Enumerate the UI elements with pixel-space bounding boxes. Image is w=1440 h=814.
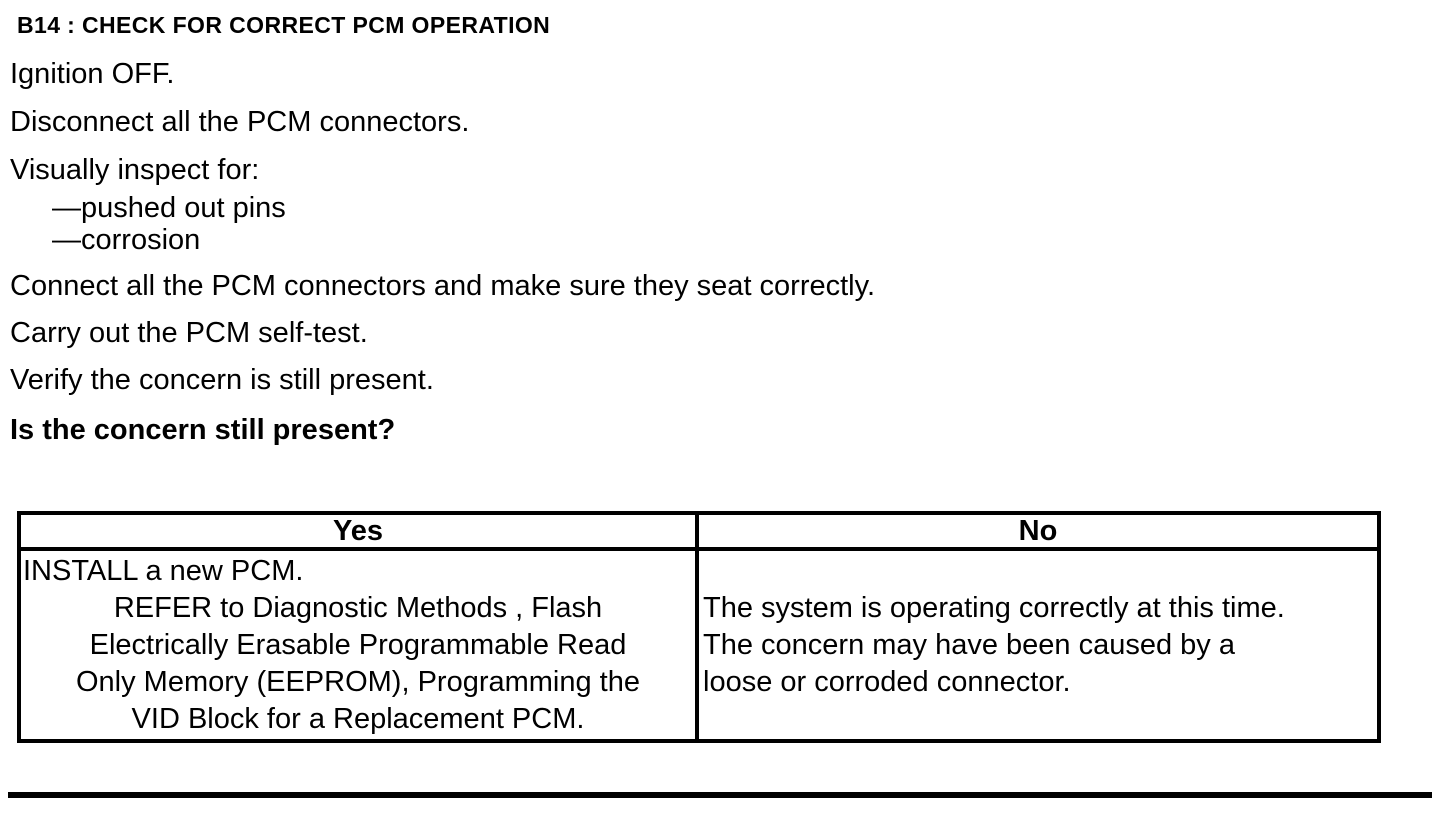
yes-action-ref-line: Only Memory (EEPROM), Programming the bbox=[75, 665, 640, 698]
procedure-step: Disconnect all the PCM connectors. bbox=[10, 106, 470, 138]
yes-column-header: Yes bbox=[17, 511, 699, 551]
procedure-step: Ignition OFF. bbox=[10, 58, 175, 90]
yes-action-ref-line: VID Block for a Replacement PCM. bbox=[131, 702, 585, 735]
no-column-header: No bbox=[695, 511, 1381, 551]
procedure-step: Carry out the PCM self-test. bbox=[10, 317, 368, 349]
table-row: INSTALL a new PCM. REFER to Diagnostic M… bbox=[17, 547, 1381, 743]
yes-action-cell: INSTALL a new PCM. REFER to Diagnostic M… bbox=[17, 547, 699, 743]
procedure-step: Connect all the PCM connectors and make … bbox=[10, 270, 876, 302]
procedure-substep: —pushed out pins bbox=[52, 192, 286, 224]
no-action-line: The system is operating correctly at thi… bbox=[703, 591, 1285, 624]
procedure-step: Visually inspect for: bbox=[10, 154, 260, 186]
yes-action-ref-line: REFER to Diagnostic Methods , Flash bbox=[113, 591, 603, 624]
results-table: Yes No INSTALL a new PCM. REFER to Diagn… bbox=[17, 511, 1381, 743]
page-divider bbox=[8, 792, 1432, 798]
procedure-substep: —corrosion bbox=[52, 224, 201, 256]
yes-action-line: INSTALL a new PCM. bbox=[23, 554, 304, 587]
procedure-question: Is the concern still present? bbox=[10, 414, 396, 446]
procedure-title: B14 : CHECK FOR CORRECT PCM OPERATION bbox=[17, 12, 551, 38]
results-table-header-row: Yes No bbox=[17, 511, 1381, 551]
no-action-line: The concern may have been caused by a bbox=[703, 628, 1235, 661]
no-action-line: loose or corroded connector. bbox=[703, 665, 1071, 698]
procedure-step: Verify the concern is still present. bbox=[10, 364, 434, 396]
yes-action-ref-line: Electrically Erasable Programmable Read bbox=[89, 628, 627, 661]
no-action-cell: The system is operating correctly at thi… bbox=[695, 547, 1381, 743]
